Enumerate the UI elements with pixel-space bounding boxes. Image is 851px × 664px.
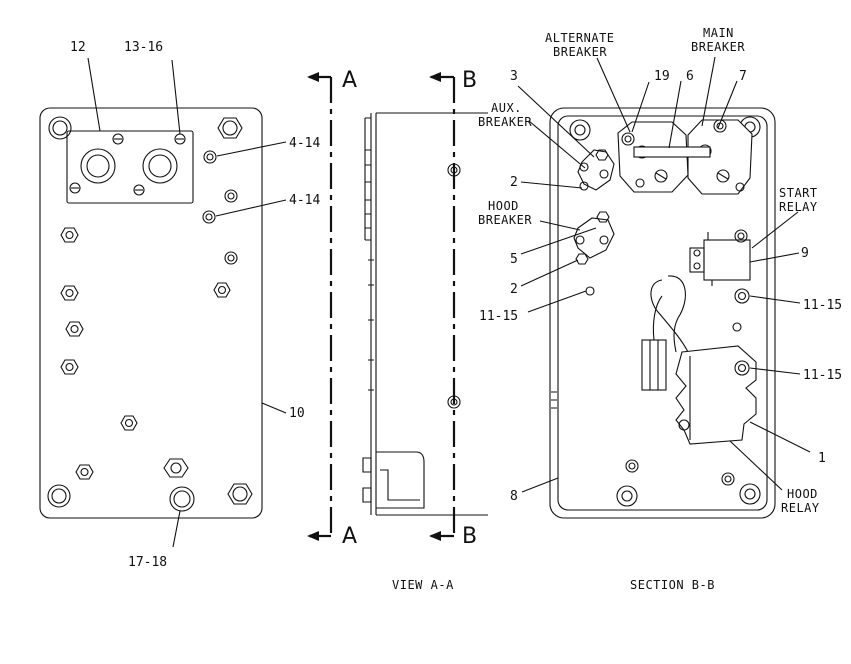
bus-bar bbox=[633, 146, 711, 158]
callout-8: 8 bbox=[510, 489, 518, 504]
corner-bolt bbox=[217, 117, 243, 139]
fastener bbox=[732, 322, 742, 332]
callout-2: 2 bbox=[510, 282, 518, 297]
nut bbox=[60, 285, 79, 301]
label-main-breaker: MAIN BREAKER bbox=[691, 26, 745, 54]
nut bbox=[60, 359, 79, 375]
fastener bbox=[734, 229, 748, 243]
svg-text:BREAKER: BREAKER bbox=[691, 40, 745, 54]
callout-12: 12 bbox=[70, 40, 86, 55]
svg-text:START: START bbox=[779, 186, 818, 200]
callout-3: 3 bbox=[510, 69, 518, 84]
svg-text:RELAY: RELAY bbox=[781, 501, 820, 515]
section-marker-b: B bbox=[462, 524, 477, 549]
callout-4-14: 4-14 bbox=[289, 193, 320, 208]
corner-boss bbox=[569, 119, 591, 141]
callout-11-15: 11-15 bbox=[479, 309, 518, 324]
callout-10: 10 bbox=[289, 406, 305, 421]
grommet bbox=[169, 486, 195, 512]
caption-view-a-a: VIEW A-A bbox=[392, 578, 454, 592]
corner-bolt bbox=[227, 483, 253, 505]
callout-2: 2 bbox=[510, 175, 518, 190]
svg-text:RELAY: RELAY bbox=[779, 200, 818, 214]
fastener bbox=[224, 251, 238, 265]
nut bbox=[75, 464, 94, 480]
svg-text:HOOD: HOOD bbox=[787, 487, 818, 501]
wire-harness bbox=[641, 275, 689, 391]
nut bbox=[65, 321, 84, 337]
svg-text:HOOD: HOOD bbox=[488, 199, 519, 213]
section-marker-b: B bbox=[462, 68, 477, 93]
harness-connector bbox=[641, 339, 667, 391]
enclosure-inner bbox=[557, 115, 768, 511]
corner-boss bbox=[616, 485, 638, 507]
svg-text:BREAKER: BREAKER bbox=[553, 45, 607, 59]
svg-text:AUX.: AUX. bbox=[491, 101, 522, 115]
corner-boss bbox=[739, 483, 761, 505]
label-aux-breaker: AUX. BREAKER bbox=[478, 101, 532, 129]
callout-11-15: 11-15 bbox=[803, 298, 842, 313]
switch-plate bbox=[66, 130, 194, 204]
hood-breaker bbox=[573, 211, 615, 265]
enclosure-outer bbox=[549, 107, 776, 519]
svg-text:ALTERNATE: ALTERNATE bbox=[545, 31, 615, 45]
section-line-b: B B bbox=[429, 68, 477, 549]
callout-1: 1 bbox=[818, 451, 826, 466]
label-hood-breaker: HOOD BREAKER bbox=[478, 199, 532, 227]
nut bbox=[120, 415, 138, 431]
hood-relay bbox=[675, 345, 757, 445]
svg-text:BREAKER: BREAKER bbox=[478, 115, 532, 129]
section-marker-a: A bbox=[342, 524, 357, 549]
section-marker-a: A bbox=[342, 68, 357, 93]
corner-bolt bbox=[47, 484, 71, 508]
front-panel: 12 13-16 4-14 4-14 10 17-18 bbox=[39, 40, 320, 570]
section-b-b: 3 2 5 2 11-15 19 6 7 9 11-15 11-15 1 8 A… bbox=[478, 26, 842, 592]
section-line-a: A A bbox=[307, 68, 357, 549]
front-panel-outline bbox=[39, 107, 263, 519]
fastener bbox=[734, 288, 750, 304]
fastener bbox=[202, 210, 216, 224]
corner-bolt bbox=[48, 116, 72, 140]
callout-6: 6 bbox=[686, 69, 694, 84]
nut bbox=[163, 458, 189, 478]
caption-section-b-b: SECTION B-B bbox=[630, 578, 715, 592]
callout-17-18: 17-18 bbox=[128, 555, 167, 570]
nut bbox=[213, 282, 231, 298]
svg-text:MAIN: MAIN bbox=[703, 26, 734, 40]
fastener bbox=[203, 150, 217, 164]
callout-5: 5 bbox=[510, 252, 518, 267]
fastener bbox=[224, 189, 238, 203]
label-alternate-breaker: ALTERNATE BREAKER bbox=[545, 31, 615, 59]
nut bbox=[60, 227, 79, 243]
callout-4-14: 4-14 bbox=[289, 136, 320, 151]
fastener bbox=[625, 459, 639, 473]
callout-11-15: 11-15 bbox=[803, 368, 842, 383]
svg-text:BREAKER: BREAKER bbox=[478, 213, 532, 227]
label-start-relay: START RELAY bbox=[779, 186, 818, 214]
fastener bbox=[585, 286, 595, 296]
callout-7: 7 bbox=[739, 69, 747, 84]
fastener bbox=[721, 472, 735, 486]
view-a-a: VIEW A-A bbox=[362, 112, 488, 592]
aux-breaker bbox=[577, 149, 615, 191]
callout-9: 9 bbox=[801, 246, 809, 261]
callout-13-16: 13-16 bbox=[124, 40, 163, 55]
label-hood-relay: HOOD RELAY bbox=[781, 487, 820, 515]
callout-19: 19 bbox=[654, 69, 670, 84]
start-relay bbox=[689, 232, 751, 286]
